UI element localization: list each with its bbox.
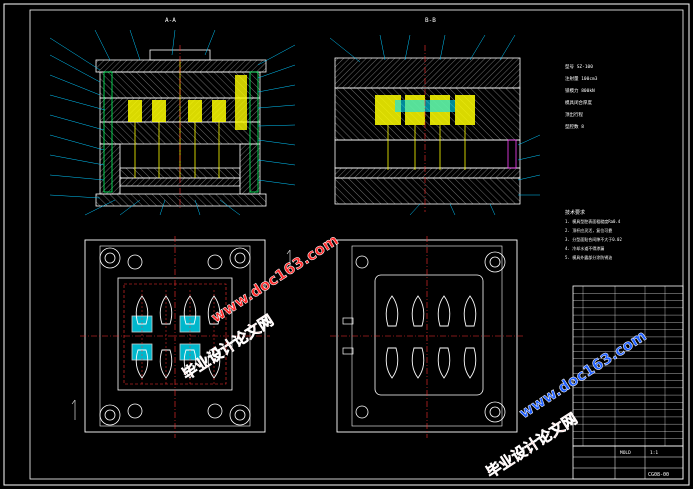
title-block-name: MOLD: [620, 450, 631, 456]
param-line-2: 锁模力 800kN: [565, 87, 595, 94]
param-line-0: 型号 SZ-100: [565, 63, 593, 70]
param-line-4: 顶出行程: [565, 111, 583, 118]
title-block: MOLD 1:1 CG08-00: [572, 445, 684, 480]
tech-req-4: 5. 模具外露部分涂防锈油: [565, 254, 612, 260]
parameters-block: 型号 SZ-100 注射量 100cm3 锁模力 800kN 模具闭合厚度 顶出…: [565, 63, 598, 130]
watermark-site-1: www.doc163.com: [208, 231, 342, 327]
inner-frame: [29, 9, 684, 480]
watermark-site-2: www.doc163.com: [516, 326, 650, 422]
param-line-1: 注射量 100cm3: [565, 75, 598, 82]
tech-req-title: 技术要求: [565, 209, 585, 216]
tech-req-3: 4. 冷却水道不得渗漏: [565, 245, 604, 251]
drawing-number: CG08-00: [648, 472, 669, 478]
param-line-5: 型腔数 8: [565, 123, 584, 130]
tech-req-1: 2. 顶杆应灵活，复位可靠: [565, 227, 612, 233]
watermark-brand-2: 毕业设计论文网: [483, 409, 581, 481]
outer-frame: [3, 3, 690, 486]
tech-req-0: 1. 模具型腔表面粗糙度Ra0.4: [565, 218, 621, 224]
tech-req-2: 3. 分型面贴合间隙不大于0.02: [565, 236, 622, 242]
view-label-right: B-B: [425, 17, 436, 24]
view-label-left: A-A: [165, 17, 176, 24]
section-view-right: B-B: [329, 17, 541, 216]
param-line-3: 模具闭合厚度: [565, 99, 592, 106]
watermark-group-2: www.doc163.com 毕业设计论文网: [483, 326, 650, 482]
title-block-scale: 1:1: [650, 450, 658, 456]
plan-view-moving-half: [71, 236, 291, 438]
section-view-left: A-A: [49, 17, 296, 216]
watermark-group-1: www.doc163.com 毕业设计论文网: [179, 231, 342, 384]
tech-requirements: 技术要求 1. 模具型腔表面粗糙度Ra0.4 2. 顶杆应灵活，复位可靠 3. …: [565, 209, 622, 260]
plan-view-fixed-half: [330, 236, 525, 438]
